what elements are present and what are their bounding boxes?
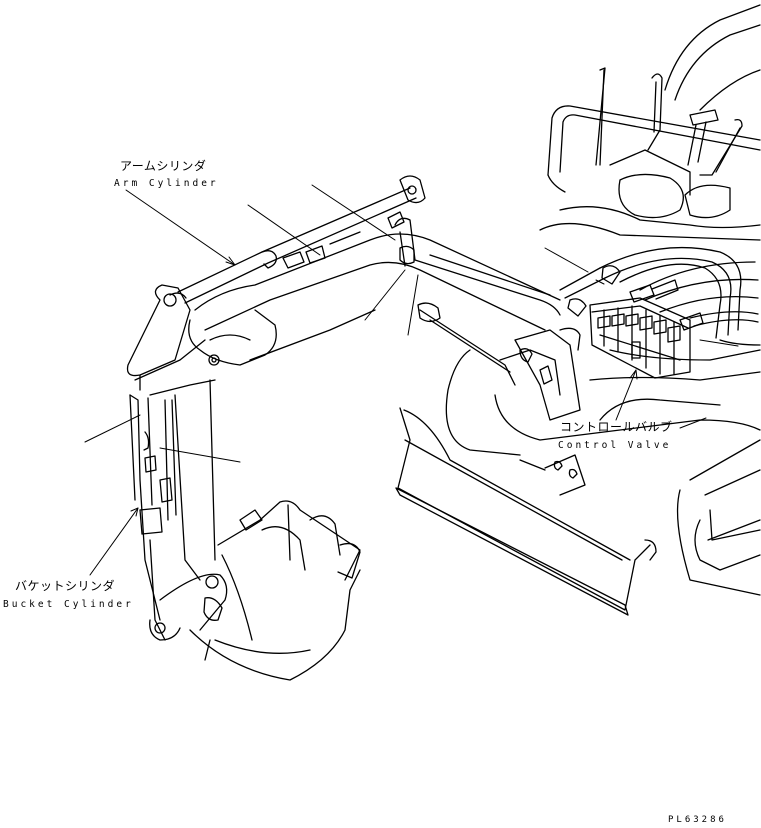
arm-cylinder-leader xyxy=(125,189,236,266)
boom xyxy=(188,233,561,366)
dozer-blade xyxy=(395,407,657,616)
leader-lines xyxy=(84,184,739,576)
arm-cylinder-arrowhead xyxy=(225,256,236,266)
arm-cylinder-label-jp: アームシリンダ xyxy=(120,159,207,173)
base-and-track xyxy=(445,327,761,596)
bucket-cylinder-leader xyxy=(89,507,139,576)
hydraulic-hoses xyxy=(599,246,759,339)
bucket xyxy=(189,500,361,681)
bucket-cylinder-arrowhead xyxy=(130,507,139,517)
control-valve-arrowhead xyxy=(629,369,638,380)
control-valve-label-en: Control Valve xyxy=(558,440,672,451)
arm-cylinder xyxy=(177,175,426,304)
bucket-cylinder xyxy=(129,394,177,641)
arm-pipes xyxy=(387,211,621,317)
arm xyxy=(126,284,216,621)
cab-frame xyxy=(539,4,761,241)
control-levers xyxy=(595,67,743,176)
control-valve-leader xyxy=(615,369,637,421)
bucket-cylinder-label-en: Bucket Cylinder xyxy=(3,599,134,610)
arm-cylinder-label-en: Arm Cylinder xyxy=(114,178,219,189)
drawing-code: PL63286 xyxy=(668,815,727,825)
boom-cylinder xyxy=(417,302,561,396)
bucket-linkage xyxy=(149,573,228,641)
control-valve-label-jp: コントロールバルブ xyxy=(560,420,673,434)
bucket-cylinder-label-jp: バケットシリンダ xyxy=(15,579,116,593)
control-valve xyxy=(589,297,691,379)
